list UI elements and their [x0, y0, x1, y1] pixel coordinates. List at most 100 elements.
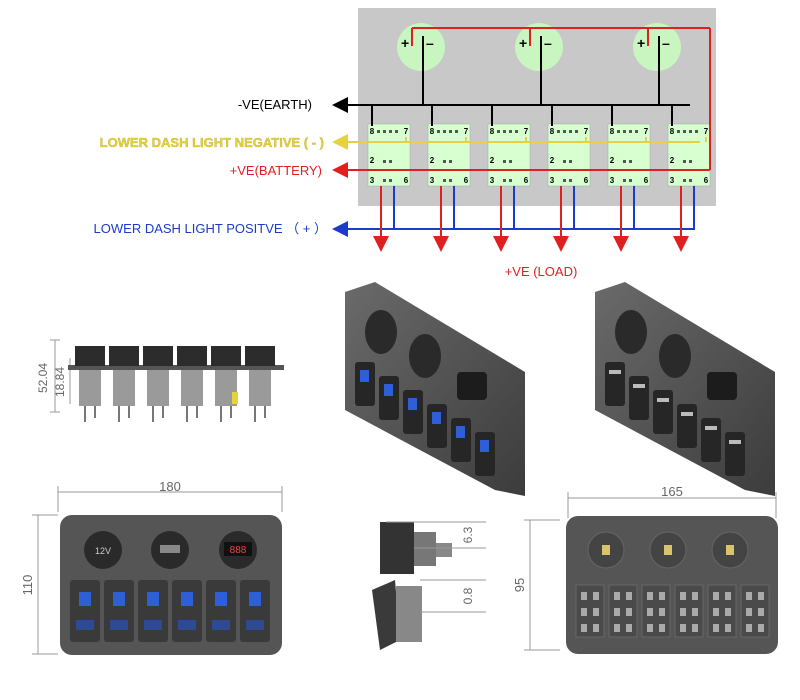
iso-switch-label	[633, 384, 645, 388]
back-terminal-pin	[593, 624, 599, 632]
iso-rocker-switch	[451, 418, 471, 462]
switch-pin-label: 3	[670, 176, 675, 185]
iso-switch-label	[681, 412, 693, 416]
load-label: +VE (LOAD)	[505, 264, 578, 279]
earth-label: -VE(EARTH)	[238, 97, 312, 112]
switch-terminal	[395, 130, 398, 133]
switch-pin-label: 8	[550, 127, 555, 136]
back-terminal-pin	[614, 608, 620, 616]
back-terminal-pin	[581, 624, 587, 632]
back-terminal-pin	[725, 624, 731, 632]
switch-pin-label: 2	[610, 156, 615, 165]
back-terminal-pin	[659, 624, 665, 632]
front-rocker-switch	[240, 580, 270, 642]
back-terminal-pin	[713, 592, 719, 600]
back-terminal-pin	[593, 592, 599, 600]
iso-blue-led	[384, 384, 393, 396]
switch-pin-label: 7	[464, 127, 469, 136]
back-terminal-pin	[692, 592, 698, 600]
switch-terminal	[443, 160, 446, 163]
front-lower-led	[212, 620, 230, 630]
switch-terminal	[443, 130, 446, 133]
socket-plus-sign: +	[519, 35, 527, 51]
side-switch-cap	[245, 346, 275, 366]
dim-side-height-total: 52.04	[36, 363, 50, 393]
socket-minus-sign: –	[544, 35, 552, 51]
dim-switch-depth-top: 6.3	[461, 526, 475, 543]
switch-terminal	[623, 179, 626, 182]
switch-pin-label: 7	[404, 127, 409, 136]
back-socket-terminal	[664, 545, 672, 555]
iso-rocker-switch	[677, 404, 697, 448]
switch-pin-label: 3	[550, 176, 555, 185]
iso-rocker-switch	[605, 362, 625, 406]
iso-rocker-switch	[653, 390, 673, 434]
side-switch-cap	[109, 346, 139, 366]
front-blue-led	[215, 592, 227, 606]
iso-rocker-switch	[725, 432, 745, 476]
back-terminal-pin	[647, 624, 653, 632]
switch-pin-label: 2	[430, 156, 435, 165]
front-12v-socket	[84, 531, 122, 569]
dim-back-width: 165	[661, 484, 683, 499]
iso-socket	[615, 310, 647, 354]
switch-terminal	[455, 130, 458, 133]
back-terminal-pin	[725, 592, 731, 600]
switch-terminal	[677, 130, 680, 133]
back-terminal-pin	[713, 624, 719, 632]
switch-pin-label: 2	[370, 156, 375, 165]
socket-plus-sign: +	[637, 35, 645, 51]
iso-rocker-switch	[403, 390, 423, 434]
back-switch-terminals	[740, 584, 770, 638]
switch-terminal	[623, 160, 626, 163]
back-terminal-pin	[680, 592, 686, 600]
iso-switch-label	[729, 440, 741, 444]
switch-pin-label: 8	[670, 127, 675, 136]
switch-terminal	[443, 179, 446, 182]
switch-pin-label: 2	[670, 156, 675, 165]
back-terminal-pin	[581, 608, 587, 616]
dim-back-height: 95	[512, 578, 527, 592]
switch-pin-label: 7	[524, 127, 529, 136]
side-switch-cap	[143, 346, 173, 366]
back-terminal-pin	[647, 608, 653, 616]
socket-1	[397, 23, 445, 71]
switch-pin-label: 7	[704, 127, 709, 136]
switch-terminal	[389, 130, 392, 133]
switch-terminal	[689, 179, 692, 182]
dim-side-height-body: 18.84	[53, 367, 67, 397]
iso-rocker-switch	[629, 376, 649, 420]
dash-positive-label: LOWER DASH LIGHT POSITVE （ + ）	[94, 221, 327, 236]
front-blue-led	[79, 592, 91, 606]
side-switch-body	[113, 370, 135, 406]
switch-pin-label: 6	[584, 176, 589, 185]
switch-pin-label: 6	[464, 176, 469, 185]
iso-rocker-switch	[475, 432, 495, 476]
side-profile-view: 52.04 18.84	[36, 339, 284, 422]
switch-terminal	[623, 130, 626, 133]
switch-terminal	[569, 179, 572, 182]
switch-body	[427, 123, 471, 187]
back-switch-terminals	[674, 584, 704, 638]
back-terminal-pin	[659, 608, 665, 616]
iso-blue-led	[360, 370, 369, 382]
back-terminal-pin	[593, 608, 599, 616]
switch-terminal	[449, 160, 452, 163]
switch-terminal	[503, 130, 506, 133]
iso-rocker-switch	[427, 404, 447, 448]
back-terminal-pin	[746, 592, 752, 600]
switch-terminal	[437, 130, 440, 133]
switch-pin-label: 3	[370, 176, 375, 185]
back-socket-terminal	[726, 545, 734, 555]
back-panel-view: 165 95	[512, 484, 778, 654]
back-terminal-pin	[725, 608, 731, 616]
voltmeter-reading: 888	[230, 545, 247, 556]
switch-terminal	[575, 130, 578, 133]
back-terminal-pin	[758, 592, 764, 600]
dash-negative-label: LOWER DASH LIGHT NEGATIVE ( - )	[100, 135, 324, 150]
front-rocker-switch	[206, 580, 236, 642]
switch-body	[547, 123, 591, 187]
